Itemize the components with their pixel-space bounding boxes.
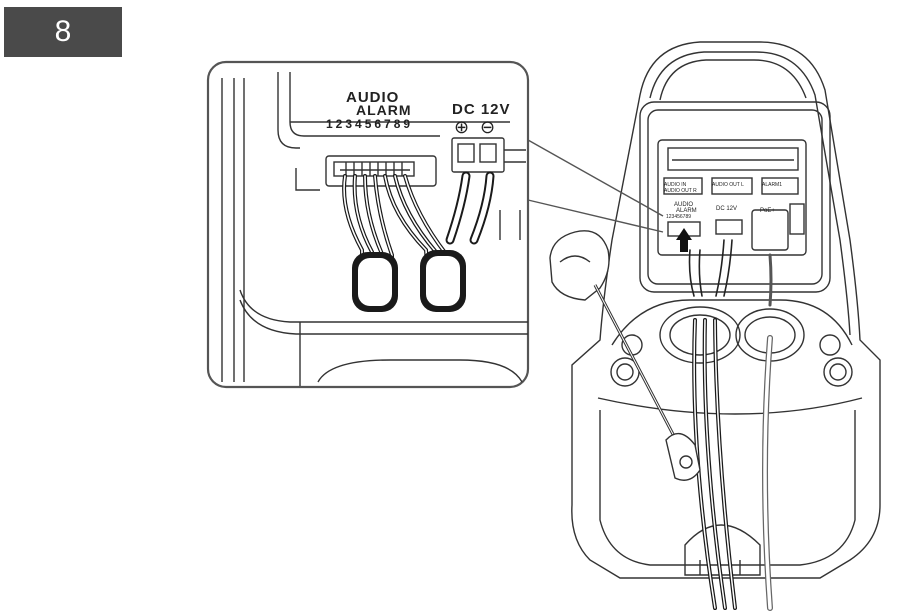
- step-number: 8: [54, 15, 72, 48]
- zoom-label-audio: AUDIO: [346, 89, 399, 106]
- zoom-connector-lines: [527, 139, 664, 233]
- zoom-label-power: DC 12V: [452, 101, 511, 118]
- housing-cables: [688, 239, 773, 611]
- housing-label-audio-out: AUDIO OUT L: [712, 182, 744, 188]
- zoom-minus-icon: ⊖: [480, 117, 495, 137]
- zoom-label-alarm: ALARM: [356, 102, 412, 118]
- housing-label-alarm: ALARM: [676, 208, 697, 214]
- housing-label-audio-in: AUDIO IN: [664, 182, 687, 188]
- housing-label-audio-out-r: AUDIO OUT R: [664, 188, 697, 194]
- insert-arrow-icon: [676, 228, 692, 252]
- housing-label-audio: AUDIO: [674, 202, 693, 208]
- housing-label-poe: PoE+: [760, 208, 775, 214]
- housing-label-alarm-row: ALARM1: [762, 182, 782, 188]
- zoom-callout: AUDIO ALARM 123456789 DC 12V ⊕ ⊖: [206, 60, 530, 389]
- zoom-plus-icon: ⊕: [454, 117, 469, 137]
- zoom-label-pin-numbers: 123456789: [326, 117, 413, 131]
- screwdriver: [549, 230, 701, 481]
- camera-housing: [571, 41, 881, 579]
- housing-labels: AUDIO IN AUDIO OUT R AUDIO OUT L ALARM1 …: [664, 182, 782, 220]
- step-number-badge: 8: [4, 7, 122, 57]
- zoom-cable-jackets: [352, 250, 466, 312]
- housing-label-pin-numbers: 123456789: [666, 214, 691, 220]
- housing-label-power: DC 12V: [716, 206, 737, 212]
- zoom-power-wires: [445, 171, 495, 245]
